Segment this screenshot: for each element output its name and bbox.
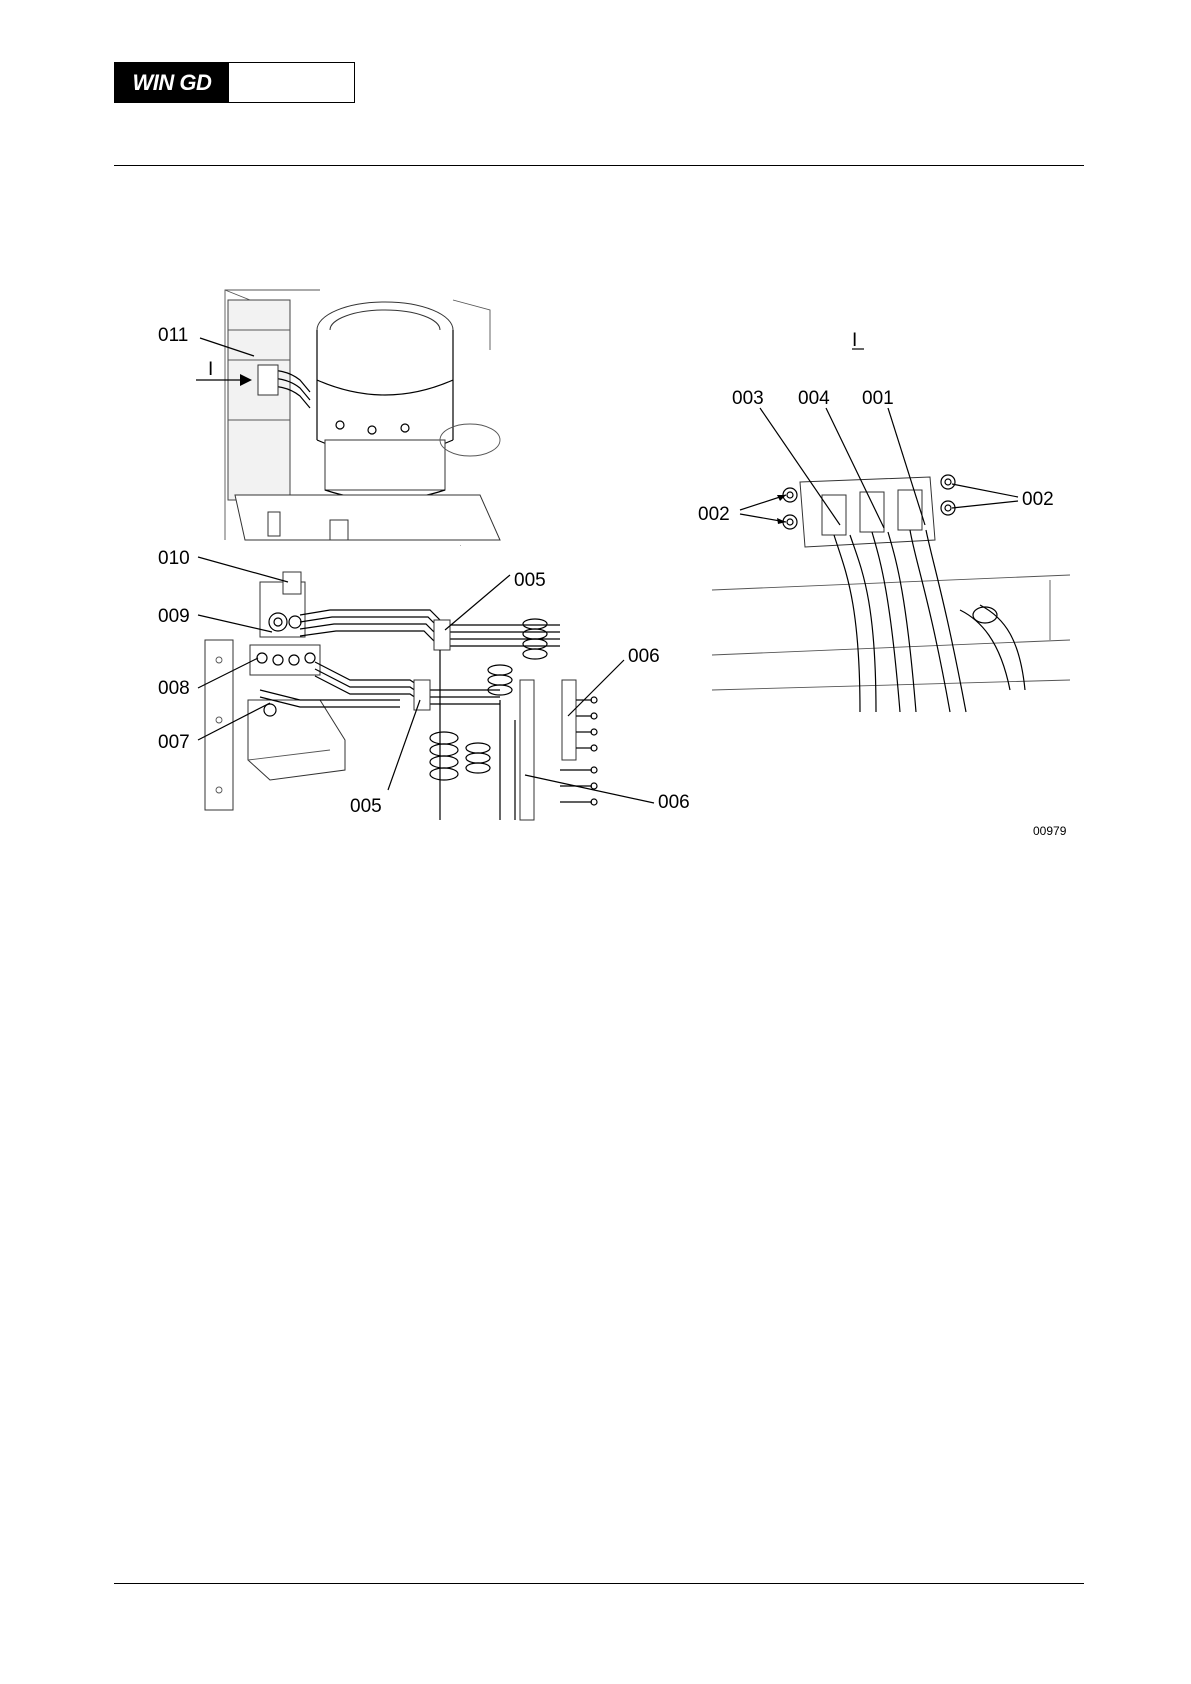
label-009: 009 (158, 606, 190, 627)
overview-drawing: I 011 . (158, 290, 500, 548)
label-002-left: 002 (698, 504, 730, 525)
technical-figure: I 011 . (0, 0, 1191, 860)
footer-rule (114, 1583, 1084, 1584)
label-002-right: 002 (1022, 489, 1054, 510)
label-001: 001 (862, 388, 894, 409)
svg-text:.: . (460, 542, 461, 548)
view-marker-label: I (208, 359, 213, 380)
label-005-top: 005 (514, 570, 546, 591)
view-title: I (852, 330, 857, 351)
view-i-detail-drawing: I 003 004 001 (698, 330, 1070, 712)
figure-number: 00979 (1033, 824, 1067, 838)
label-005-bottom: 005 (350, 796, 382, 817)
label-011: 011 (158, 325, 188, 346)
label-004: 004 (798, 388, 830, 409)
label-008: 008 (158, 678, 190, 699)
label-010: 010 (158, 548, 190, 569)
label-003: 003 (732, 388, 764, 409)
label-006-bottom: 006 (658, 792, 690, 813)
pipe-detail-drawing: 010 009 008 007 005 005 006 006 (158, 548, 690, 820)
label-006-top: 006 (628, 646, 660, 667)
label-007: 007 (158, 732, 190, 753)
